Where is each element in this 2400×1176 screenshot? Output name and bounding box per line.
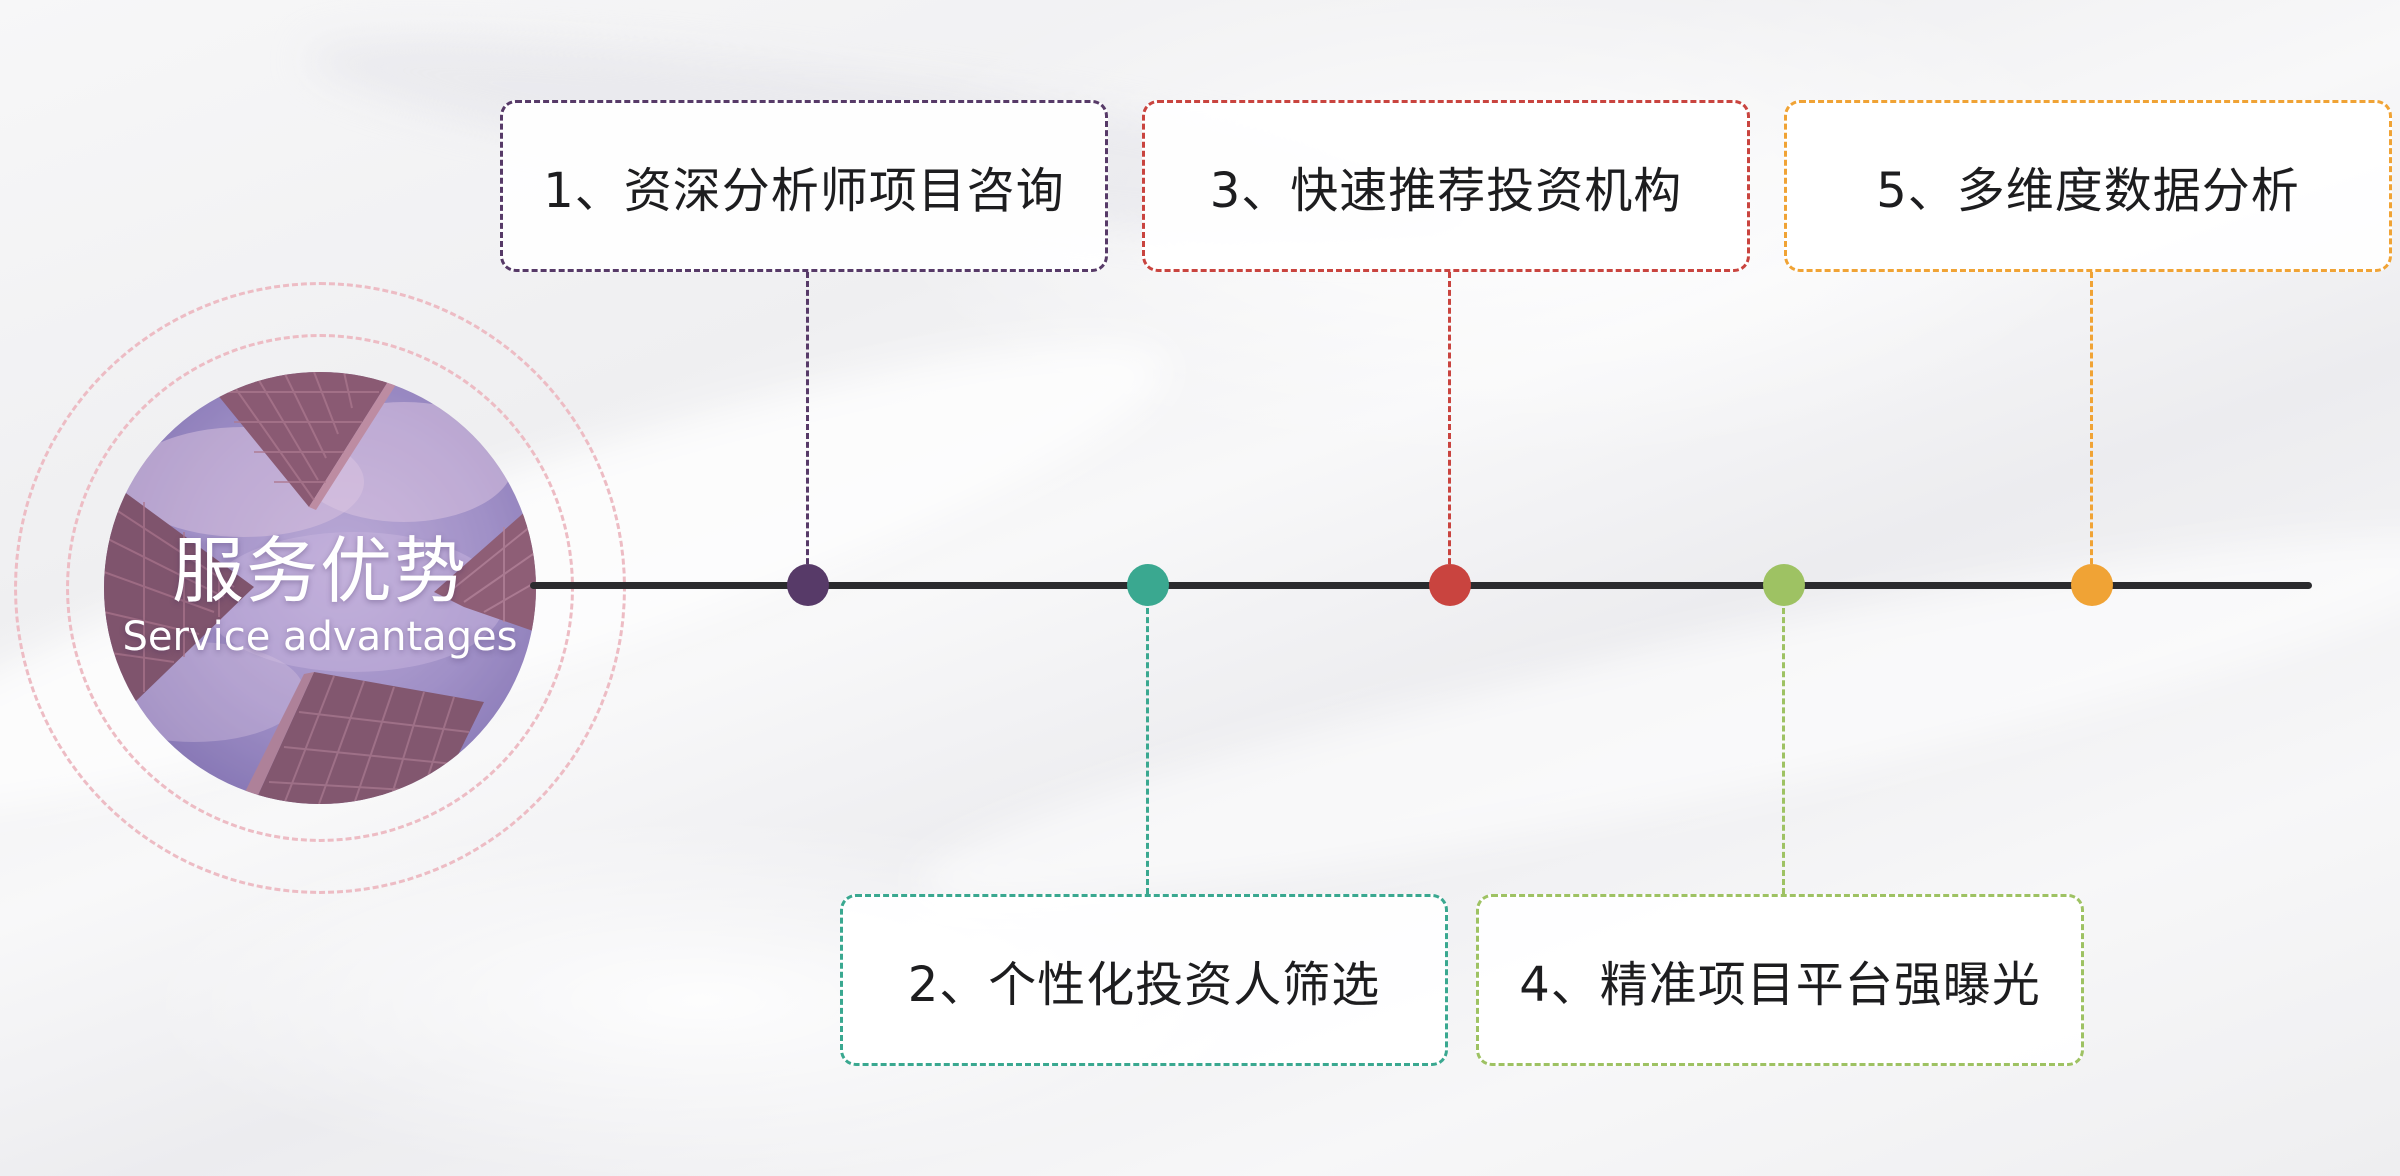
advantage-label-4: 4、精准项目平台强曝光 [1519,957,2041,1013]
advantage-card-5: 5、多维度数据分析 [1784,100,2392,272]
advantage-label-3: 3、快速推荐投资机构 [1209,163,1683,219]
section-title: 服务优势 [171,529,468,613]
title-badge: 服务优势 Service advantages [104,372,536,804]
advantage-card-4: 4、精准项目平台强曝光 [1476,894,2084,1066]
timeline-node-5 [2071,564,2113,606]
advantage-card-1: 1、资深分析师项目咨询 [500,100,1108,272]
connector-2 [1146,590,1149,894]
connector-1 [806,272,809,582]
section-subtitle: Service advantages [122,614,518,660]
building-photo-illustration [104,372,536,804]
connector-5 [2090,272,2093,582]
timeline-node-1 [787,564,829,606]
timeline-node-4 [1763,564,1805,606]
connector-3 [1448,272,1451,582]
advantage-label-5: 5、多维度数据分析 [1876,163,2300,219]
timeline-node-2 [1127,564,1169,606]
timeline-node-3 [1429,564,1471,606]
timeline-line [530,582,2312,589]
advantage-label-2: 2、个性化投资人筛选 [907,957,1381,1013]
advantage-card-3: 3、快速推荐投资机构 [1142,100,1750,272]
advantage-card-2: 2、个性化投资人筛选 [840,894,1448,1066]
connector-4 [1782,590,1785,894]
advantage-label-1: 1、资深分析师项目咨询 [543,163,1065,219]
